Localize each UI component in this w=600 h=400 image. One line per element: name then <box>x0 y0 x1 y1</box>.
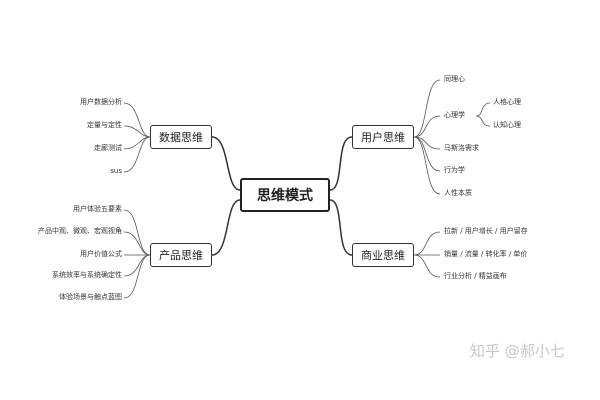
branch-label: 商业思维 <box>361 249 405 262</box>
leaf-user-item[interactable]: 马斯洛需求 <box>444 144 479 152</box>
leaf-business-item[interactable]: 拉新 / 用户增长 / 用户留存 <box>444 227 528 235</box>
leaf-user-item[interactable]: 行为学 <box>444 166 465 174</box>
link-center-business <box>329 199 353 256</box>
leaf-product-item[interactable]: 系统效率与系统确定性 <box>52 271 122 279</box>
leaf-product-item[interactable]: 产品中观、微观、宏观视角 <box>38 227 122 235</box>
user-leaf-links <box>413 79 491 195</box>
branch-product-thinking[interactable]: 产品思维 <box>150 243 212 267</box>
data-leaf-links <box>123 102 151 173</box>
branch-label: 用户思维 <box>361 131 405 144</box>
branch-label: 数据思维 <box>159 131 203 144</box>
leaf-data-item[interactable]: 用户数据分析 <box>80 98 122 106</box>
business-leaf-links <box>413 231 441 278</box>
leaf-data-item[interactable]: sus <box>110 167 122 175</box>
link-center-product <box>211 199 241 256</box>
leaf-user-item[interactable]: 心理学 <box>444 111 465 119</box>
leaf-product-item[interactable]: 体验场景与触点蓝图 <box>59 293 122 301</box>
link-center-data <box>211 136 241 191</box>
center-topic[interactable]: 思维模式 <box>240 178 330 212</box>
leaf-user-subitem[interactable]: 人格心理 <box>493 98 521 106</box>
leaf-data-item[interactable]: 定量与定性 <box>87 121 122 129</box>
leaf-user-item[interactable]: 人性本质 <box>444 189 472 197</box>
leaf-product-item[interactable]: 用户体验五要素 <box>73 205 122 213</box>
leaf-user-subitem[interactable]: 认知心理 <box>493 121 521 129</box>
link-center-user <box>329 136 353 191</box>
product-leaf-links <box>123 209 151 299</box>
branch-business-thinking[interactable]: 商业思维 <box>352 243 414 267</box>
leaf-user-item[interactable]: 同理心 <box>444 75 465 83</box>
branch-data-thinking[interactable]: 数据思维 <box>150 125 212 149</box>
branch-label: 产品思维 <box>159 249 203 262</box>
leaf-business-item[interactable]: 销量 / 流量 / 转化率 / 单价 <box>444 250 528 258</box>
watermark-text: 知乎 @郝小七 <box>470 342 565 360</box>
leaf-data-item[interactable]: 走廊测试 <box>94 144 122 152</box>
leaf-product-item[interactable]: 用户价值公式 <box>80 250 122 258</box>
leaf-business-item[interactable]: 行业分析 / 精益画布 <box>444 272 507 280</box>
center-topic-label: 思维模式 <box>257 188 313 204</box>
branch-user-thinking[interactable]: 用户思维 <box>352 125 414 149</box>
